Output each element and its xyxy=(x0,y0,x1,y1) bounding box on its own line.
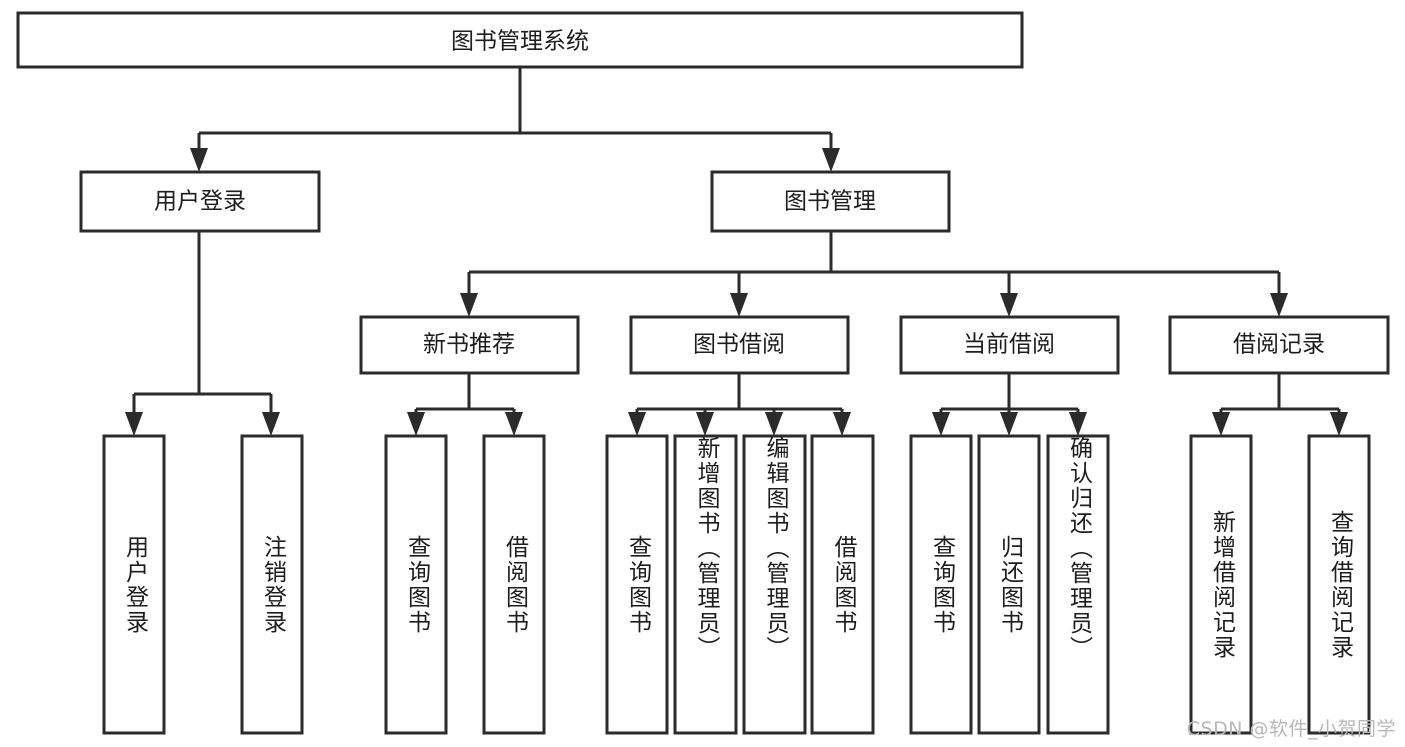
arrow-newbooks-to-leaf-0 xyxy=(407,412,425,436)
arrow-userlogin-to-leaf-0 xyxy=(125,412,143,436)
arrow-root-to-user-login xyxy=(190,148,208,172)
connector-group-root xyxy=(190,67,840,172)
arrow-bookmgmt-to-new-books xyxy=(460,293,478,317)
arrow-borrow-to-leaf-3 xyxy=(833,412,851,436)
connector-group-records xyxy=(1212,373,1348,436)
arrow-current-to-leaf-1 xyxy=(1000,412,1018,436)
arrow-current-to-leaf-2 xyxy=(1069,412,1087,436)
arrow-borrow-to-leaf-1 xyxy=(696,412,714,436)
leaf-box-borrow-books-new[interactable] xyxy=(482,434,546,735)
arrow-current-to-leaf-0 xyxy=(932,412,950,436)
leaf-box-query-books-new[interactable] xyxy=(384,434,448,735)
node-user-login-box[interactable] xyxy=(79,170,321,233)
node-user-login-label: 用户登录 xyxy=(154,189,246,215)
leaf-node-boxes xyxy=(102,434,1371,735)
arrow-borrow-to-leaf-0 xyxy=(628,412,646,436)
node-root-system[interactable]: 图书管理系统 xyxy=(16,11,1024,69)
connector-group-book-mgmt xyxy=(460,231,1288,317)
connector-group-new-books xyxy=(407,373,523,436)
node-book-borrow-box[interactable] xyxy=(629,315,850,375)
leaf-box-edit-book-admin[interactable] xyxy=(742,434,807,735)
arrow-newbooks-to-leaf-1 xyxy=(505,412,523,436)
arrow-borrow-to-leaf-2 xyxy=(765,412,783,436)
node-new-book-recommend[interactable]: 新书推荐 xyxy=(359,315,580,375)
leaf-box-return-books[interactable] xyxy=(977,434,1041,735)
node-new-book-recommend-box[interactable] xyxy=(359,315,580,375)
node-current-borrow-label: 当前借阅 xyxy=(963,332,1055,358)
connector-group-borrow xyxy=(628,373,851,436)
node-user-login[interactable]: 用户登录 xyxy=(79,170,321,233)
node-book-management-box[interactable] xyxy=(710,170,951,233)
leaf-box-query-books-current[interactable] xyxy=(909,434,973,735)
leaf-box-confirm-return-admin[interactable] xyxy=(1046,434,1110,735)
leaf-box-user-login[interactable] xyxy=(102,434,166,735)
leaf-box-add-book-admin[interactable] xyxy=(673,434,738,735)
node-root-system-label: 图书管理系统 xyxy=(451,29,589,55)
node-new-book-recommend-label: 新书推荐 xyxy=(423,332,515,358)
leaf-box-logout[interactable] xyxy=(240,434,304,735)
node-book-management[interactable]: 图书管理 xyxy=(710,170,951,233)
node-book-management-label: 图书管理 xyxy=(784,189,876,215)
node-borrow-records-box[interactable] xyxy=(1168,315,1390,375)
arrow-userlogin-to-leaf-1 xyxy=(262,412,280,436)
node-current-borrow[interactable]: 当前借阅 xyxy=(899,315,1120,375)
watermark-text: CSDN @软件_小贺同学 xyxy=(1186,718,1396,740)
leaf-box-borrow-book[interactable] xyxy=(810,434,875,735)
arrow-bookmgmt-to-current xyxy=(1000,293,1018,317)
arrow-records-to-leaf-1 xyxy=(1330,412,1348,436)
connector-group-current xyxy=(932,373,1087,436)
arrow-bookmgmt-to-borrow xyxy=(730,293,748,317)
node-root-system-box[interactable] xyxy=(16,11,1024,69)
connector-group-user-login xyxy=(125,231,280,436)
node-borrow-records-label: 借阅记录 xyxy=(1233,332,1325,358)
leaf-box-query-books-borrow[interactable] xyxy=(605,434,669,735)
arrow-bookmgmt-to-records xyxy=(1270,293,1288,317)
arrow-records-to-leaf-0 xyxy=(1212,412,1230,436)
leaf-box-add-borrow-record[interactable] xyxy=(1189,434,1253,735)
node-book-borrow[interactable]: 图书借阅 xyxy=(629,315,850,375)
arrow-root-to-book-mgmt xyxy=(822,148,840,172)
node-borrow-records[interactable]: 借阅记录 xyxy=(1168,315,1390,375)
leaf-box-query-borrow-record[interactable] xyxy=(1307,434,1371,735)
node-current-borrow-box[interactable] xyxy=(899,315,1120,375)
node-book-borrow-label: 图书借阅 xyxy=(693,332,785,358)
